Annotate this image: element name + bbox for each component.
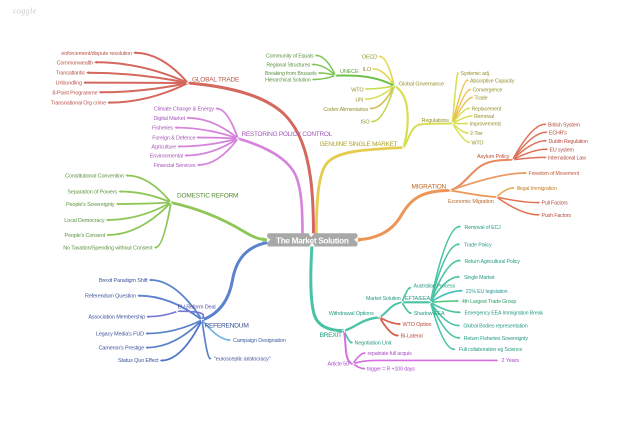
svg-text:Illegal Immigration: Illegal Immigration (517, 186, 557, 192)
svg-text:ECHR's: ECHR's (549, 130, 567, 136)
svg-text:4th Largest Trade Group: 4th Largest Trade Group (462, 299, 516, 305)
svg-text:REFERENDUM: REFERENDUM (205, 322, 250, 329)
svg-text:Unbundling: Unbundling (56, 81, 82, 87)
svg-text:ISO: ISO (360, 120, 370, 126)
svg-text:Climate Change & Energy: Climate Change & Energy (154, 107, 215, 113)
svg-text:Removal of ECJ: Removal of ECJ (465, 225, 502, 231)
svg-text:Emergency EEA Immigration Brea: Emergency EEA Immigration Break (465, 310, 544, 316)
svg-text:Foreign & Defence: Foreign & Defence (152, 136, 195, 142)
svg-text:Brexit Paradigm Shift: Brexit Paradigm Shift (99, 278, 148, 284)
svg-text:2-Tier: 2-Tier (470, 131, 483, 137)
svg-text:Replacement: Replacement (472, 106, 502, 112)
svg-text:Convergence: Convergence (473, 88, 503, 94)
svg-text:Market Solution: Market Solution (366, 296, 401, 302)
svg-text:Regional Structures: Regional Structures (266, 63, 310, 69)
svg-text:Referendum Question: Referendum Question (85, 294, 136, 300)
svg-text:Bi-Lateral: Bi-Lateral (401, 334, 423, 340)
svg-text:Return Agricultural Policy: Return Agricultural Policy (465, 259, 521, 265)
svg-text:enforcement/dispute resolution: enforcement/dispute resolution (61, 51, 132, 57)
svg-text:Community of Equals: Community of Equals (266, 54, 314, 60)
svg-text:8-Point Programme: 8-Point Programme (52, 90, 97, 96)
svg-text:Shadow EEA: Shadow EEA (414, 311, 445, 317)
svg-text:Local Democracy: Local Democracy (64, 218, 105, 224)
svg-text:Absorptive Capacity: Absorptive Capacity (470, 78, 515, 84)
svg-text:Regulations: Regulations (422, 118, 450, 124)
svg-text:UN: UN (355, 97, 363, 103)
svg-text:MIGRATION: MIGRATION (412, 183, 447, 190)
svg-text:Separation of Powers: Separation of Powers (67, 190, 117, 196)
svg-text:Asylum Policy: Asylum Policy (477, 154, 510, 160)
svg-text:The Market Solution: The Market Solution (276, 237, 349, 246)
svg-text:Financial Services: Financial Services (154, 163, 196, 169)
svg-text:Removal: Removal (474, 114, 494, 120)
svg-text:Commonwealth: Commonwealth (57, 60, 94, 66)
svg-text:GLOBAL TRADE: GLOBAL TRADE (192, 76, 240, 83)
svg-text:Cameron's Prestige: Cameron's Prestige (99, 346, 145, 352)
svg-text:ILO: ILO (363, 67, 372, 73)
svg-text:Global Governance: Global Governance (399, 82, 444, 88)
svg-text:British System: British System (548, 122, 580, 128)
svg-text:Association Membership: Association Membership (88, 315, 145, 321)
svg-text:RESTORING POLICY CONTROL: RESTORING POLICY CONTROL (242, 131, 333, 138)
svg-text:DOMESTIC REFORM: DOMESTIC REFORM (177, 193, 238, 200)
svg-text:EU Reform Deal: EU Reform Deal (178, 304, 216, 310)
svg-text:Economic Migration: Economic Migration (448, 199, 494, 205)
svg-text:Campaign Designation: Campaign Designation (233, 338, 286, 344)
svg-text:21% EU legislation: 21% EU legislation (466, 289, 508, 295)
svg-text:WTO Option: WTO Option (403, 322, 432, 328)
svg-text:Negotiation Unit: Negotiation Unit (355, 340, 392, 346)
svg-text:UNECE: UNECE (340, 69, 359, 75)
svg-text:Dublin Regulation: Dublin Regulation (549, 139, 588, 145)
svg-text:Freedom of Movement: Freedom of Movement (529, 171, 580, 177)
svg-text:WTO: WTO (472, 140, 484, 146)
svg-text:2 Years: 2 Years (502, 358, 520, 364)
svg-text:People's Sovereignty: People's Sovereignty (66, 202, 115, 208)
svg-text:Trade: Trade (475, 96, 488, 102)
svg-text:Return Fisheries Sovereignty: Return Fisheries Sovereignty (464, 336, 529, 342)
svg-text:Transatlantic: Transatlantic (56, 71, 86, 77)
svg-text:EU system: EU system (550, 147, 575, 153)
svg-text:Breaking from Brussels: Breaking from Brussels (265, 71, 317, 77)
svg-text:Improvements: Improvements (470, 122, 502, 128)
svg-text:Agriculture: Agriculture (151, 145, 176, 151)
svg-text:WTO: WTO (351, 87, 364, 93)
svg-text:Full collaboration eg Science: Full collaboration eg Science (459, 347, 523, 353)
svg-text:Digital Market: Digital Market (153, 116, 185, 122)
svg-text:Environmental: Environmental (150, 154, 183, 160)
svg-text:Transnational Org crime: Transnational Org crime (51, 101, 106, 107)
svg-text:trigger = R +100 days: trigger = R +100 days (367, 367, 415, 373)
svg-text:No Taxation/Spending without C: No Taxation/Spending without Consent (63, 246, 153, 252)
svg-text:Hierarchical Solution: Hierarchical Solution (265, 78, 311, 84)
svg-text:repatriate full acquis: repatriate full acquis (368, 351, 413, 357)
svg-text:Trade Policy: Trade Policy (464, 243, 492, 249)
svg-text:People's Consent: People's Consent (64, 233, 105, 239)
svg-text:coggle: coggle (13, 7, 37, 16)
svg-text:Pull Factors: Pull Factors (542, 201, 569, 207)
svg-text:EFTA/EEA: EFTA/EEA (405, 296, 430, 302)
svg-text:Status Quo Effect: Status Quo Effect (118, 358, 159, 364)
svg-text:Australian Process: Australian Process (414, 284, 456, 290)
svg-text:"eurosceptic aristocracy": "eurosceptic aristocracy" (214, 356, 271, 362)
svg-text:Constitutional Convention: Constitutional Convention (65, 174, 124, 180)
svg-text:Fisheries: Fisheries (152, 126, 173, 132)
svg-text:BREXIT: BREXIT (320, 332, 342, 339)
svg-text:International Law: International Law (548, 156, 586, 162)
svg-text:Legacy Media's FUD: Legacy Media's FUD (96, 332, 144, 338)
svg-text:GENUINE SINGLE MARKET: GENUINE SINGLE MARKET (320, 141, 398, 148)
svg-text:Codex Alimentarius: Codex Alimentarius (323, 107, 368, 113)
svg-text:Systemic adj.: Systemic adj. (461, 71, 491, 77)
svg-text:OECD: OECD (362, 55, 377, 61)
svg-text:Global Bodies representation: Global Bodies representation (463, 324, 527, 330)
svg-text:Push Factors: Push Factors (542, 213, 572, 219)
svg-text:Single Market: Single Market (464, 275, 495, 281)
svg-text:Article 50: Article 50 (328, 362, 350, 368)
svg-text:Withdrawal Options: Withdrawal Options (329, 311, 374, 317)
